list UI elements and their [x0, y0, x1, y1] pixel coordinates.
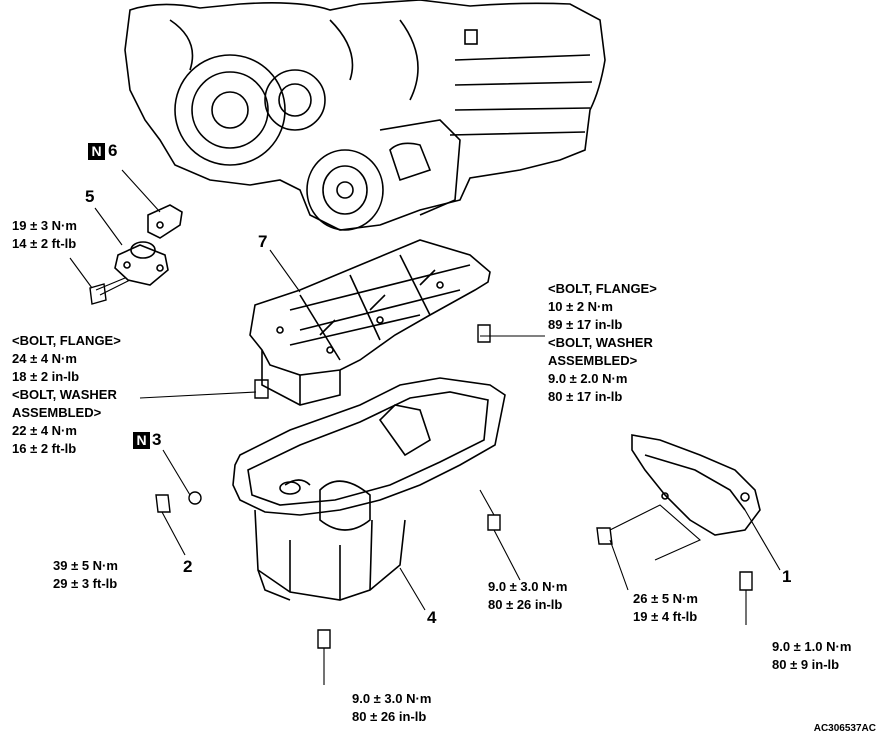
- torque-line: 80 ± 26 in-lb: [488, 597, 563, 612]
- callout-4: 4: [427, 608, 437, 627]
- new-part-badge-3: N: [133, 432, 150, 449]
- torque-drain-plug: 39 ± 5 N·m 29 ± 3 ft-lb: [53, 557, 118, 593]
- torque-line: <BOLT, FLANGE>: [548, 281, 657, 296]
- torque-line: 10 ± 2 N·m: [548, 299, 613, 314]
- torque-line: <BOLT, FLANGE>: [12, 333, 121, 348]
- torque-line: 24 ± 4 N·m: [12, 351, 77, 366]
- torque-line: 18 ± 2 in-lb: [12, 369, 80, 384]
- torque-pan-bottom-bolt: 9.0 ± 3.0 N·m 80 ± 26 in-lb: [352, 690, 431, 726]
- torque-line: 89 ± 17 in-lb: [548, 317, 623, 332]
- torque-line: ASSEMBLED>: [548, 353, 638, 368]
- callout-7: 7: [258, 232, 268, 251]
- oil-pan-illustration: [232, 377, 506, 601]
- torque-cover-bolt: 26 ± 5 N·m 19 ± 4 ft-lb: [633, 590, 698, 626]
- torque-line: 39 ± 5 N·m: [53, 558, 118, 573]
- oil-baffle-plate-illustration: [249, 239, 491, 406]
- torque-line: 9.0 ± 1.0 N·m: [772, 639, 852, 654]
- torque-line: 19 ± 3 N·m: [12, 218, 77, 233]
- engine-block-illustration: [124, 0, 606, 231]
- torque-line: ASSEMBLED>: [12, 405, 102, 420]
- cover-plate-illustration: [631, 434, 761, 536]
- torque-line: <BOLT, WASHER: [548, 335, 653, 350]
- strainer-fitting-illustration: [114, 204, 183, 286]
- callout-2: 2: [183, 557, 193, 576]
- torque-line: 29 ± 3 ft-lb: [53, 576, 118, 591]
- torque-line: 80 ± 26 in-lb: [352, 709, 427, 724]
- torque-item5-bolt: 19 ± 3 N·m 14 ± 2 ft-lb: [12, 217, 77, 253]
- callout-5: 5: [85, 187, 95, 206]
- torque-line: 9.0 ± 2.0 N·m: [548, 371, 628, 386]
- torque-line: 14 ± 2 ft-lb: [12, 236, 77, 251]
- figure-reference: AC306537AC: [813, 723, 876, 734]
- torque-line: 80 ± 17 in-lb: [548, 389, 623, 404]
- torque-line: 9.0 ± 3.0 N·m: [352, 691, 432, 706]
- torque-line: 9.0 ± 3.0 N·m: [488, 579, 568, 594]
- callout-6: 6: [108, 141, 118, 160]
- torque-baffle-bolts: <BOLT, FLANGE> 24 ± 4 N·m 18 ± 2 in-lb <…: [12, 332, 121, 458]
- new-part-badge-6: N: [88, 143, 105, 160]
- torque-line: 16 ± 2 ft-lb: [12, 441, 77, 456]
- torque-line: 26 ± 5 N·m: [633, 591, 698, 606]
- torque-line: 19 ± 4 ft-lb: [633, 609, 698, 624]
- callout-3: 3: [152, 430, 162, 449]
- torque-cover-lower-bolt: 9.0 ± 1.0 N·m 80 ± 9 in-lb: [772, 638, 851, 674]
- torque-line: 80 ± 9 in-lb: [772, 657, 840, 672]
- leader-lines: [69, 169, 781, 685]
- torque-upper-right-bolt: <BOLT, FLANGE> 10 ± 2 N·m 89 ± 17 in-lb …: [548, 280, 657, 406]
- torque-pan-right-bolt: 9.0 ± 3.0 N·m 80 ± 26 in-lb: [488, 578, 567, 614]
- torque-line: 22 ± 4 N·m: [12, 423, 77, 438]
- torque-line: <BOLT, WASHER: [12, 387, 117, 402]
- callout-1: 1: [782, 567, 792, 586]
